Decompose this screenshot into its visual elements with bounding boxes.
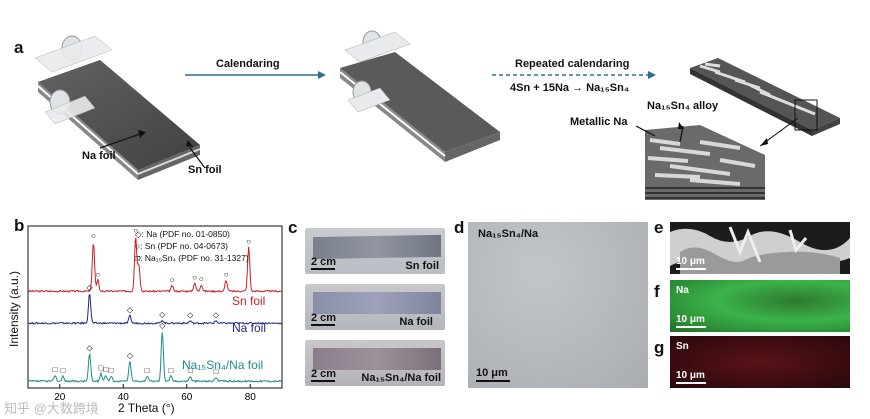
alloy-label: Na₁₅Sn₄ alloy <box>647 100 718 112</box>
peak-marker: ◇ <box>127 351 134 360</box>
panel-e-label: e <box>654 218 663 238</box>
peak-marker: ◇ <box>127 306 134 315</box>
alloy-foil-photo: 2 cm Na₁₅Sn₄/Na foil <box>305 340 445 386</box>
legend-item-alloy: □: Na₁₅Sn₄ (PDF no. 31-1327) <box>135 252 249 264</box>
metallic-na-label: Metallic Na <box>570 116 627 128</box>
peak-marker: ○ <box>224 270 229 279</box>
na-foil-scale: 2 cm <box>311 312 336 324</box>
na-foil-photo-label: Na foil <box>399 316 433 328</box>
peak-marker: □ <box>109 366 114 375</box>
peak-marker: ○ <box>170 276 175 285</box>
watermark: 知乎 @大数跨境 <box>4 398 99 417</box>
calendaring-schematic <box>0 30 870 200</box>
peak-marker: ○ <box>192 273 197 282</box>
sem-d-scale: 10 μm <box>476 367 508 379</box>
peak-marker: ◇ <box>87 344 94 353</box>
panel-f-label: f <box>654 282 660 302</box>
foil-stack-2 <box>340 31 500 162</box>
eds-sn-scale: 10 μm <box>676 370 705 381</box>
na-foil-photo: 2 cm Na foil <box>305 284 445 330</box>
calendaring-label: Calendaring <box>216 58 280 70</box>
peak-marker: ○ <box>95 270 100 279</box>
sem-e-scale: 10 μm <box>676 256 705 267</box>
xrd-xlabel: 2 Theta (°) <box>118 401 175 415</box>
alloy-strip <box>690 58 840 136</box>
sn-foil-scale: 2 cm <box>311 256 336 268</box>
xrd-ylabel-wrap: Intensity (a.u.) <box>4 250 18 370</box>
peak-marker: □ <box>145 366 150 375</box>
eds-na-element: Na <box>676 285 689 296</box>
sem-d-title: Na₁₅Sn₄/Na <box>478 228 538 240</box>
xrd-legend: ◇: Na (PDF no. 01-0850) ○: Sn (PDF no. 0… <box>135 228 249 264</box>
peak-marker: ○ <box>199 274 204 283</box>
reaction-equation: 4Sn + 15Na → Na₁₅Sn₄ <box>510 82 629 94</box>
x-tick-label: 80 <box>245 392 257 403</box>
peak-marker: ◇ <box>187 311 194 320</box>
trace-label-na: Na foil <box>232 321 266 335</box>
peak-marker: ◇ <box>159 321 166 330</box>
x-tick-label: 60 <box>181 392 193 403</box>
peak-marker: ◇ <box>213 311 220 320</box>
legend-item-na: ◇: Na (PDF no. 01-0850) <box>135 228 249 240</box>
sn-foil-photo: 2 cm Sn foil <box>305 228 445 274</box>
peak-marker: ○ <box>91 232 96 241</box>
eds-na-scale: 10 μm <box>676 314 705 325</box>
alloy-foil-scale: 2 cm <box>311 368 336 380</box>
sem-image-e: 10 μm <box>670 222 850 274</box>
peak-marker: ◇ <box>87 283 94 292</box>
foil-stack-1 <box>35 36 200 180</box>
eds-map-sn: Sn 10 μm <box>670 336 850 388</box>
peak-marker: □ <box>168 366 173 375</box>
repeated-calendaring-label: Repeated calendaring <box>515 58 629 70</box>
panel-c-label: c <box>288 218 297 238</box>
legend-item-sn: ○: Sn (PDF no. 04-0673) <box>135 240 249 252</box>
trace-label-sn: Sn foil <box>232 294 265 308</box>
eds-map-na: Na 10 μm <box>670 280 850 332</box>
peak-marker: □ <box>53 365 58 374</box>
peak-marker: □ <box>103 365 108 374</box>
sn-foil-label: Sn foil <box>188 164 222 176</box>
peak-marker: ◇ <box>159 310 166 319</box>
panel-g-label: g <box>654 338 664 358</box>
sem-image-d: Na₁₅Sn₄/Na 10 μm <box>468 222 648 388</box>
alloy-zoom-block <box>645 118 798 200</box>
peak-marker: □ <box>61 366 66 375</box>
eds-sn-element: Sn <box>676 341 689 352</box>
panel-d-label: d <box>454 218 464 238</box>
xrd-ylabel: Intensity (a.u.) <box>7 249 21 369</box>
alloy-foil-photo-label: Na₁₅Sn₄/Na foil <box>361 372 441 384</box>
na-foil-label: Na foil <box>82 150 116 162</box>
trace-label-alloy: Na₁₅Sn₄/Na foil <box>182 358 263 372</box>
sn-foil-photo-label: Sn foil <box>405 260 439 272</box>
